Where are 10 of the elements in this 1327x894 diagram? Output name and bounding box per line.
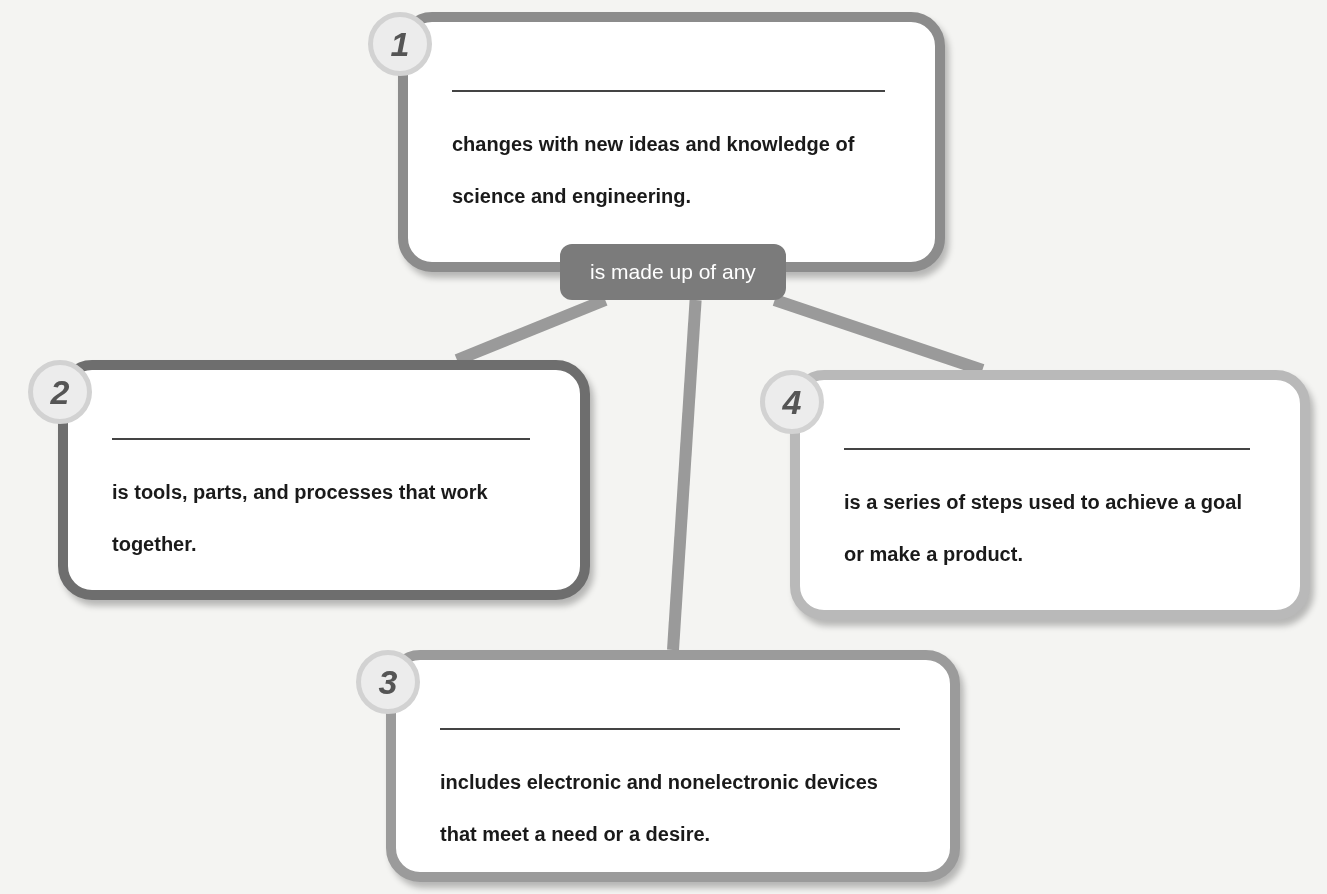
step-number: 4 xyxy=(760,370,824,434)
definition-text: is a series of steps used to achieve a goal or make a product. xyxy=(844,490,1243,567)
step-number: 1 xyxy=(368,12,432,76)
definition-text: is tools, parts, and processes that work together. xyxy=(112,480,489,557)
connector-label-box: is made up of any xyxy=(560,244,786,300)
connector-line xyxy=(667,299,702,651)
step-number: 2 xyxy=(28,360,92,424)
step-number: 3 xyxy=(356,650,420,714)
definition-text: includes electronic and nonelectronic devices that meet a need or a desire. xyxy=(440,770,879,847)
definition-text: changes with new ideas and knowledge of science and engineering. xyxy=(452,132,856,209)
